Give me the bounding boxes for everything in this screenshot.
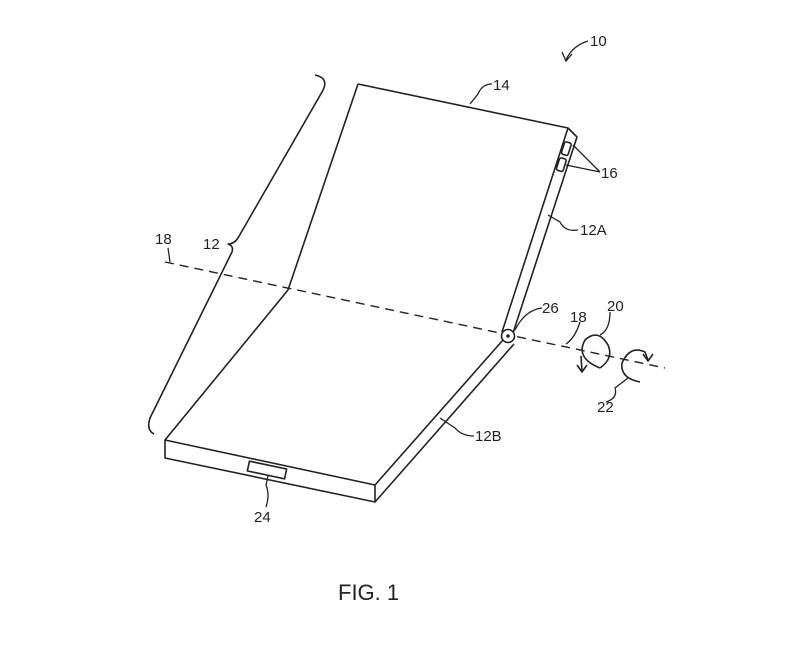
rotation-arrow-20 (581, 334, 611, 369)
housing-bracket (147, 74, 326, 435)
label-hinge: 26 (542, 300, 559, 317)
label-port: 24 (254, 509, 271, 526)
rotation-arrow-22 (621, 349, 649, 383)
hinge-pivot (500, 328, 516, 344)
figure-title: FIG. 1 (338, 580, 399, 605)
lower-housing (164, 289, 515, 503)
port (246, 460, 288, 480)
upper-housing (287, 83, 578, 334)
side-buttons (555, 141, 572, 173)
label-housing-lower: 12B (475, 428, 502, 445)
label-device: 10 (590, 33, 607, 50)
label-display: 14 (493, 77, 510, 94)
device-arrow (565, 40, 589, 61)
label-rotation-a: 20 (607, 298, 624, 315)
hinge-axis-line (164, 261, 666, 369)
label-axis-right: 18 (570, 309, 587, 326)
label-buttons: 16 (601, 165, 618, 182)
label-housing: 12 (203, 236, 220, 253)
label-housing-upper: 12A (580, 222, 607, 239)
label-axis-left: 18 (155, 231, 172, 248)
label-rotation-b: 22 (597, 399, 614, 416)
